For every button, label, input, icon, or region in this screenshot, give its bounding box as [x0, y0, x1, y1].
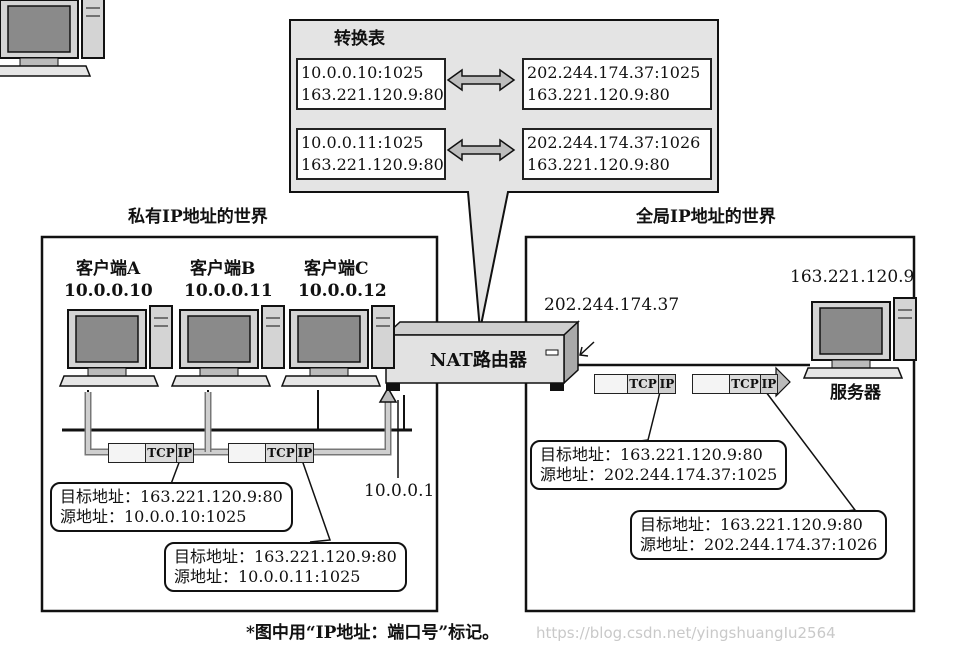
watermark: https://blog.csdn.net/yingshuangIu2564 [536, 624, 836, 642]
router-wan-ip: 202.244.174.37 [544, 295, 680, 315]
computer-icon [0, 0, 105, 77]
global-world-title: 全局IP地址的世界 [636, 207, 776, 227]
private-world-frame [40, 235, 439, 613]
nat-entry-private-2: 10.0.0.11:1025 163.221.120.9:80 [296, 128, 446, 180]
footnote: *图中用“IP地址：端口号”标记。 [246, 623, 500, 643]
client-c-computer-icon [281, 305, 395, 387]
client-b-name: 客户端B [190, 259, 256, 279]
global-world-frame [524, 235, 916, 613]
private-world-title: 私有IP地址的世界 [128, 207, 268, 227]
nat-entry-global-2: 202.244.174.37:1026 163.221.120.9:80 [522, 128, 712, 180]
nat-entry-global-1: 202.244.174.37:1025 163.221.120.9:80 [522, 58, 712, 110]
nat-router-icon [384, 320, 580, 391]
arrow-right-icon [775, 366, 791, 398]
arrow-up-icon [378, 386, 398, 403]
private-packet-2-address: 目标地址：163.221.120.9:80 源地址：10.0.0.11:1025 [164, 542, 407, 592]
client-c-ip: 10.0.0.12 [298, 281, 387, 301]
client-a-ip: 10.0.0.10 [64, 281, 153, 301]
private-packet-1-address: 目标地址：163.221.120.9:80 源地址：10.0.0.10:1025 [50, 482, 293, 532]
client-a-computer-icon [59, 305, 173, 387]
server-label: 服务器 [830, 383, 881, 403]
nat-entry-private-1: 10.0.0.10:1025 163.221.120.9:80 [296, 58, 446, 110]
nat-table-title: 转换表 [334, 29, 385, 49]
global-packet-2-address: 目标地址：163.221.120.9:80 源地址：202.244.174.37… [630, 510, 888, 560]
client-b-computer-icon [171, 305, 285, 387]
double-arrow-icon [446, 68, 516, 162]
router-label: NAT路由器 [430, 350, 527, 371]
client-a-name: 客户端A [76, 259, 141, 279]
router-lan-ip: 10.0.0.1 [364, 481, 435, 501]
server-computer-icon [803, 297, 917, 379]
server-ip: 163.221.120.9 [790, 267, 915, 287]
global-packet-1-address: 目标地址：163.221.120.9:80 源地址：202.244.174.37… [530, 440, 788, 490]
client-b-ip: 10.0.0.11 [184, 281, 273, 301]
client-c-name: 客户端C [304, 259, 369, 279]
